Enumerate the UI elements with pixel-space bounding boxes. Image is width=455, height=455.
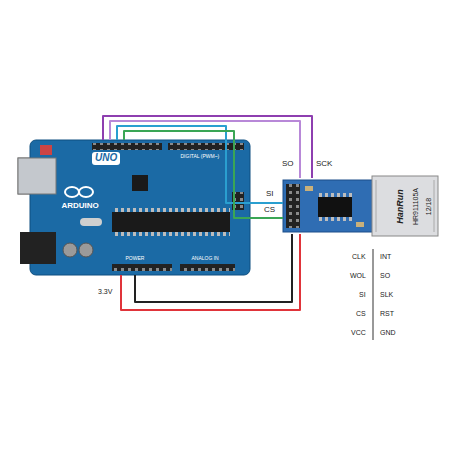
ethernet-module: HanRun HR911105A 12/18 — [283, 178, 440, 234]
chip-pins — [112, 232, 230, 236]
analog-header — [180, 264, 235, 271]
digital-header — [92, 143, 162, 150]
power-header — [112, 264, 172, 271]
ethernet-chip — [318, 197, 352, 217]
table-divider — [373, 249, 374, 340]
signal-label: CS — [264, 206, 275, 214]
microcontroller-chip — [112, 212, 230, 232]
jack-edge — [434, 180, 435, 232]
signal-label: SO — [282, 160, 294, 168]
header-label: POWER — [126, 256, 145, 261]
chip-pins — [318, 193, 352, 197]
digital-header — [168, 143, 244, 150]
ethernet-module — [283, 176, 438, 236]
jack-date-code: 12/18 — [425, 197, 432, 215]
pin-name: SI — [359, 291, 366, 298]
uno-badge — [92, 152, 120, 165]
capacitor — [63, 243, 77, 257]
usb-connector — [18, 158, 56, 194]
voltage-label: 3.3V — [98, 288, 112, 295]
jack-brand: HanRun — [395, 189, 404, 224]
reset-button — [40, 145, 52, 155]
usb-connector — [18, 158, 56, 194]
capacitor — [79, 243, 93, 257]
pin-name: RST — [380, 310, 394, 317]
si-wire — [117, 126, 283, 203]
board-model: UNO — [95, 153, 117, 163]
signal-label: SCK — [316, 160, 332, 168]
jack-part-number: HR911105A — [412, 187, 419, 224]
logo-symbol — [65, 187, 79, 197]
pin-name: GND — [380, 329, 396, 336]
crystal — [80, 218, 102, 226]
header-pins — [168, 143, 244, 150]
header-pins — [92, 143, 162, 150]
pin-name: SLK — [380, 291, 393, 298]
chip-pins — [318, 217, 352, 221]
board-brand: ARDUINO — [62, 202, 99, 210]
pin-name: CLK — [352, 253, 366, 260]
pin-name: VCC — [351, 329, 366, 336]
pin-name: INT — [380, 253, 391, 260]
pin-name: CS — [356, 310, 366, 317]
smd-part — [356, 222, 364, 227]
gnd-wire — [135, 234, 292, 302]
arduino-board — [18, 140, 250, 275]
header-pins — [180, 264, 235, 271]
pin-name: WOL — [350, 272, 366, 279]
pin-header — [286, 184, 300, 228]
arduino-board: UNO ARDUINO DIGITAL (PWM~) POWER ANALOG IN — [30, 140, 250, 275]
header-pins — [112, 264, 172, 271]
header-label: DIGITAL (PWM~) — [181, 154, 220, 159]
power-wire — [121, 234, 300, 310]
pin-name: SO — [380, 272, 390, 279]
smd-part — [305, 186, 313, 191]
usb-chip — [132, 175, 148, 191]
logo-symbol — [79, 187, 93, 197]
chip-pins — [112, 208, 230, 212]
signal-label: SI — [266, 190, 274, 198]
power-jack — [20, 232, 56, 264]
cs-wire — [124, 131, 283, 218]
board-pcb — [30, 140, 250, 275]
jack-edge — [376, 180, 377, 232]
so-wire — [110, 121, 300, 178]
header-label: ANALOG IN — [192, 256, 219, 261]
header-pins — [286, 184, 300, 228]
rj45-jack — [372, 176, 438, 236]
module-pcb — [283, 180, 375, 232]
